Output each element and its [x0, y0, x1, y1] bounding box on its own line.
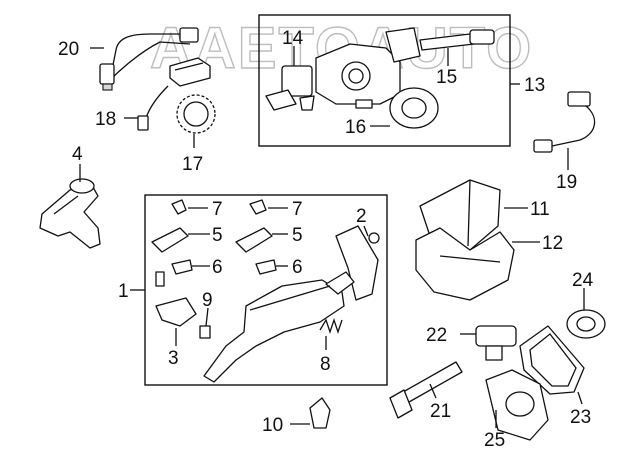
part-6-clip-left — [171, 259, 193, 275]
part-25-boot — [485, 369, 549, 441]
callout-4: 4 — [72, 144, 83, 165]
part-23-column-hole-cover — [519, 325, 585, 395]
part-3-lever — [155, 271, 197, 327]
part-8-spring — [319, 317, 343, 335]
part-9-nut — [199, 325, 211, 339]
callout-7-right: 7 — [292, 199, 303, 220]
part-19-sensor-cable — [533, 91, 596, 153]
callout-15: 15 — [436, 67, 457, 88]
callout-8: 8 — [320, 354, 331, 375]
callout-2: 2 — [356, 206, 367, 227]
part-7-bolt-right — [249, 199, 267, 215]
callout-21: 21 — [430, 401, 451, 422]
callout-18: 18 — [95, 109, 116, 130]
callout-23: 23 — [570, 407, 591, 428]
part-14-combination-switch — [265, 65, 315, 111]
callout-14: 14 — [282, 28, 304, 49]
part-10-clamp-bracket — [309, 397, 331, 429]
steering-column-frame — [144, 194, 388, 386]
part-6-clip-right — [255, 259, 277, 275]
callout-13: 13 — [524, 75, 545, 96]
part-15-wiper-switch — [385, 27, 495, 63]
callout-11: 11 — [530, 199, 550, 220]
callout-5-left: 5 — [212, 225, 223, 246]
callout-17: 17 — [182, 154, 203, 175]
callout-10: 10 — [262, 415, 283, 436]
callout-24: 24 — [572, 270, 594, 291]
callout-12: 12 — [542, 233, 563, 254]
callout-1: 1 — [118, 281, 129, 302]
switch-body-assembly — [315, 43, 401, 105]
part-16-spiral-cable — [355, 87, 439, 129]
callout-6-right: 6 — [292, 257, 303, 278]
callout-22: 22 — [426, 325, 447, 346]
part-4-lock-housing — [39, 178, 101, 249]
callout-25: 25 — [484, 430, 505, 451]
part-18-sensor-module — [137, 57, 211, 131]
callout-20: 20 — [58, 39, 79, 60]
callout-6-left: 6 — [212, 257, 223, 278]
callout-3: 3 — [168, 348, 179, 369]
part-22-intermediate-yoke — [475, 325, 517, 361]
callout-19: 19 — [556, 172, 577, 193]
part-12-lower-column-cover — [415, 227, 515, 301]
callout-7-left: 7 — [212, 199, 223, 220]
part-21-intermediate-shaft — [389, 361, 463, 419]
switch-assembly-frame — [258, 14, 511, 147]
part-5-bracket-right — [235, 227, 273, 253]
callout-labels: 20 18 17 4 14 15 16 13 19 11 12 1 2 7 7 … — [58, 28, 594, 451]
callout-16: 16 — [345, 117, 366, 138]
part-24-bushing — [566, 309, 606, 339]
part-2-tilt-lever — [335, 225, 380, 301]
part-1-steering-column — [203, 271, 355, 383]
callout-9: 9 — [202, 290, 213, 311]
part-7-bolt-left — [171, 199, 187, 215]
part-5-bracket-left — [151, 227, 189, 253]
leader-lines — [79, 46, 585, 428]
part-17-tone-ring — [176, 94, 216, 134]
callout-5-right: 5 — [292, 225, 303, 246]
part-20-wiring-harness — [99, 27, 199, 91]
